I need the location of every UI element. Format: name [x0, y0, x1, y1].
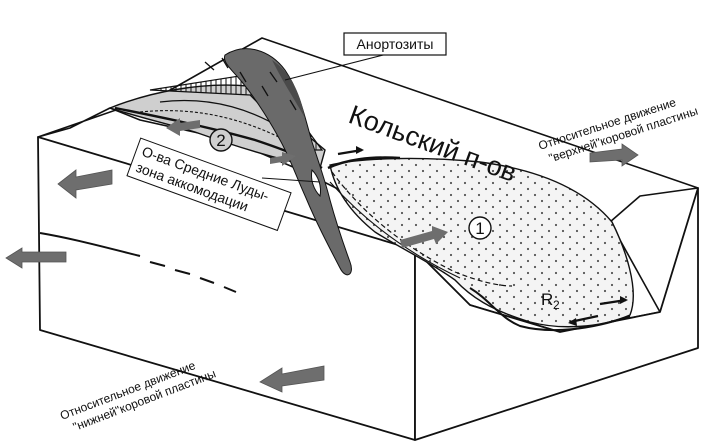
r2-label: R 2	[541, 290, 560, 312]
anorthosite-body	[204, 48, 352, 276]
arrow-icon	[400, 226, 448, 248]
shear-arrows	[337, 146, 628, 326]
basin-1	[327, 156, 634, 332]
anorthosite-label: Анортозиты	[357, 36, 434, 52]
arrow-icon	[270, 152, 296, 166]
circled-number-2: 2	[209, 128, 233, 152]
block-arrows	[5, 118, 639, 393]
svg-text:2: 2	[216, 131, 225, 150]
circled-number-1: 1	[468, 216, 492, 240]
arrow-icon	[57, 169, 113, 199]
anorthosite-callout: Анортозиты	[343, 32, 447, 56]
arrow-icon	[589, 143, 639, 167]
svg-text:R: R	[541, 290, 553, 309]
arrow-icon	[166, 118, 200, 136]
lower-plate-label: Относительное движение "нижней"коровой п…	[58, 358, 218, 434]
arrow-icon	[259, 365, 325, 393]
svg-text:1: 1	[475, 219, 484, 238]
svg-text:2: 2	[553, 298, 560, 312]
arrow-icon	[5, 247, 67, 269]
